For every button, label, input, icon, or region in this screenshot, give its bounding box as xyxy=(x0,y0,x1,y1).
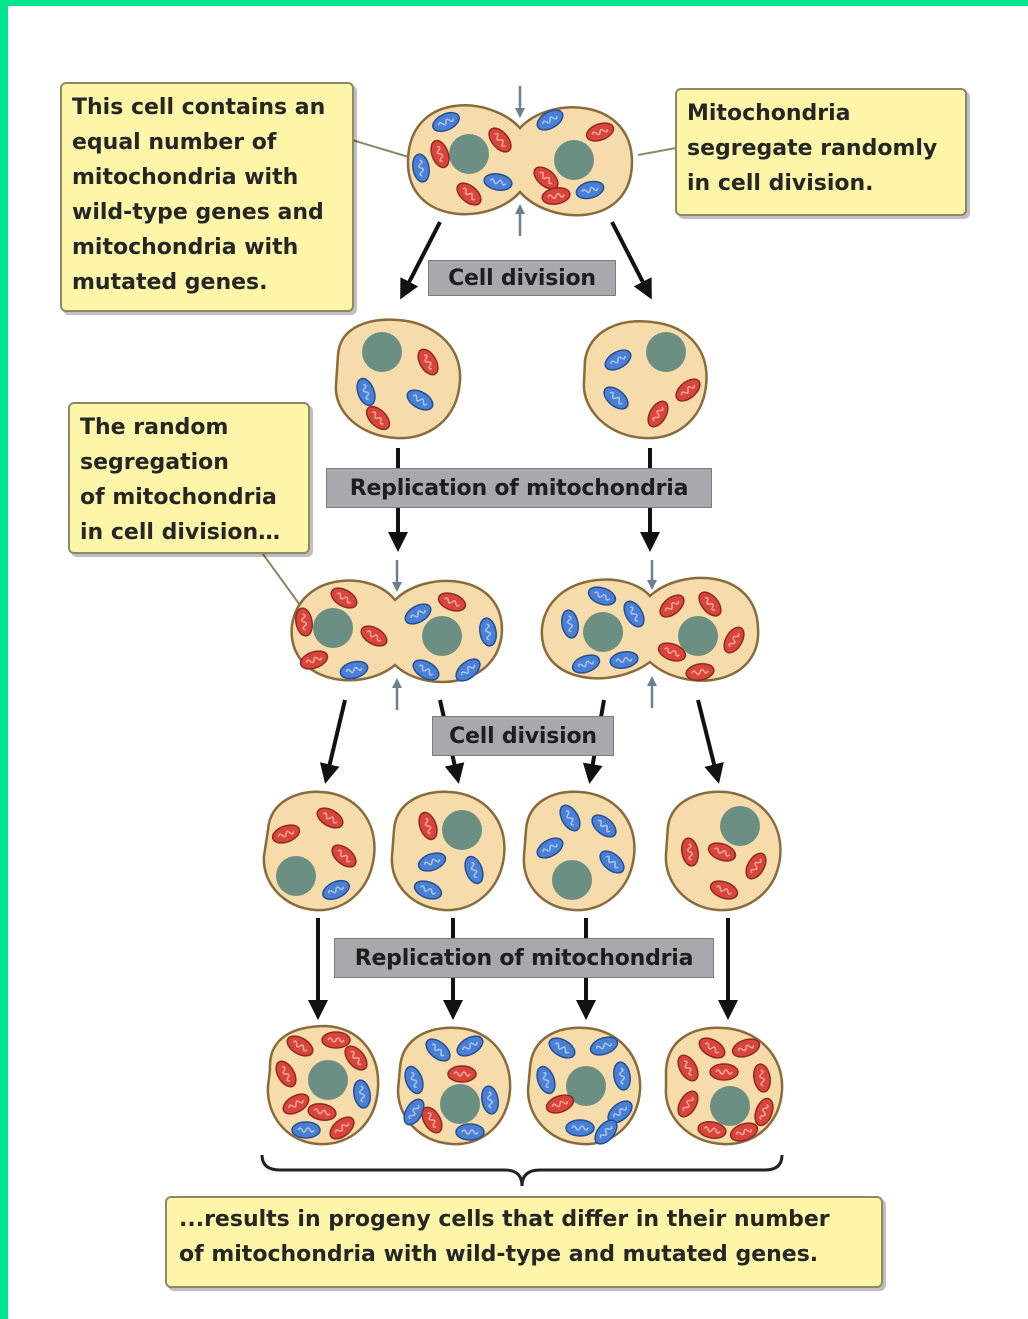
callout-progeny-result: ...results in progeny cells that differ … xyxy=(165,1196,883,1288)
gen2-cell-4 xyxy=(666,792,781,910)
gen2-cell-1 xyxy=(264,792,375,910)
gen2-cell-2 xyxy=(392,792,505,910)
progeny-cell-3 xyxy=(528,1028,640,1148)
dividing-cell-left xyxy=(292,581,502,686)
callout-random-segregation: Mitochondria segregate randomly in cell … xyxy=(675,88,967,216)
step-cell-division-1: Cell division xyxy=(428,260,616,296)
step-cell-division-2: Cell division xyxy=(432,716,614,756)
arrow-division-2-a xyxy=(326,700,345,780)
step-replication-2: Replication of mitochondria xyxy=(334,938,714,978)
pointer-top-right xyxy=(638,148,676,155)
daughter-cell-right xyxy=(584,321,707,438)
progeny-cell-4 xyxy=(666,1028,782,1145)
daughter-cell-left xyxy=(336,320,460,438)
gen2-cell-3 xyxy=(524,792,635,910)
pointer-top-left xyxy=(352,140,412,158)
progeny-brace xyxy=(262,1155,782,1186)
step-replication-1: Replication of mitochondria xyxy=(326,468,712,508)
callout-random-segregation-cause: The random segregation of mitochondria i… xyxy=(68,402,310,554)
progeny-cell-2 xyxy=(398,1028,510,1144)
pointer-middle-left xyxy=(260,550,305,612)
parent-cell-dividing xyxy=(408,105,632,215)
arrow-division-1-right xyxy=(612,222,650,296)
progeny-cell-1 xyxy=(268,1026,378,1144)
callout-equal-mitochondria: This cell contains an equal number of mi… xyxy=(60,82,354,312)
dividing-cell-right xyxy=(542,578,758,682)
arrow-division-2-d xyxy=(698,700,718,780)
